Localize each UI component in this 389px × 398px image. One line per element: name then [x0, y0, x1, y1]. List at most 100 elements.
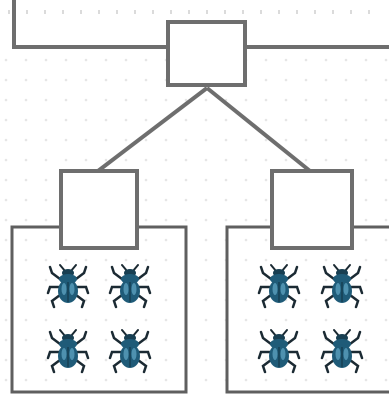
grid-dot — [324, 138, 328, 142]
grid-dot — [204, 298, 208, 302]
grid-dot — [284, 258, 288, 262]
grid-dot — [64, 98, 68, 102]
grid-dot — [204, 118, 208, 122]
grid-dot — [204, 238, 208, 242]
grid-dot — [24, 238, 28, 242]
grid-dot — [324, 258, 328, 262]
grid-dot — [64, 138, 68, 142]
grid-dot — [44, 218, 48, 222]
grid-dot — [124, 138, 128, 142]
grid-dot — [164, 178, 168, 182]
grid-dot — [324, 78, 328, 82]
grid-dot — [284, 318, 288, 322]
grid-dot — [384, 58, 388, 62]
grid-dot — [44, 178, 48, 182]
grid-dot — [264, 378, 268, 382]
grid-dot — [264, 78, 268, 82]
grid-dot — [64, 118, 68, 122]
grid-dot — [4, 78, 8, 82]
grid-dot — [364, 178, 368, 182]
grid-dot — [204, 378, 208, 382]
grid-dot — [304, 98, 308, 102]
grid-dot — [284, 138, 288, 142]
grid-dot — [104, 338, 108, 342]
grid-dot — [344, 58, 348, 62]
grid-dot — [164, 258, 168, 262]
grid-dot — [384, 198, 388, 202]
grid-dot — [244, 378, 248, 382]
grid-dot — [44, 238, 48, 242]
grid-dot — [264, 118, 268, 122]
grid-dot — [24, 218, 28, 222]
grid-dot — [304, 158, 308, 162]
grid-dot — [164, 138, 168, 142]
beetle-icon — [46, 263, 90, 309]
grid-dot — [244, 258, 248, 262]
grid-dot — [184, 178, 188, 182]
grid-dot — [264, 358, 268, 362]
grid-dot — [44, 198, 48, 202]
grid-dot — [264, 198, 268, 202]
grid-dot — [144, 318, 148, 322]
grid-dot — [384, 298, 388, 302]
grid-dot — [64, 158, 68, 162]
grid-dot — [244, 98, 248, 102]
grid-dot — [24, 258, 28, 262]
beetle-icon — [108, 328, 152, 374]
grid-dot — [244, 218, 248, 222]
grid-dot — [384, 218, 388, 222]
grid-dot — [124, 258, 128, 262]
grid-dot — [244, 138, 248, 142]
grid-dot — [24, 318, 28, 322]
grid-dot — [44, 318, 48, 322]
grid-dot — [24, 98, 28, 102]
grid-dot — [224, 138, 228, 142]
grid-dot — [284, 98, 288, 102]
grid-dot — [184, 198, 188, 202]
grid-dot — [364, 78, 368, 82]
grid-dot — [84, 318, 88, 322]
grid-dot — [264, 138, 268, 142]
grid-dot — [4, 318, 8, 322]
grid-dot — [4, 218, 8, 222]
grid-dot — [164, 158, 168, 162]
grid-dot — [144, 198, 148, 202]
grid-dot — [44, 78, 48, 82]
grid-dot — [304, 358, 308, 362]
grid-dot — [124, 158, 128, 162]
left-child-node — [59, 169, 139, 250]
grid-dot — [144, 258, 148, 262]
grid-dot — [244, 358, 248, 362]
grid-dot — [44, 58, 48, 62]
grid-dot — [44, 258, 48, 262]
grid-dot — [4, 138, 8, 142]
grid-dot — [104, 358, 108, 362]
grid-dot — [4, 198, 8, 202]
grid-dot — [284, 158, 288, 162]
grid-dot — [144, 118, 148, 122]
beetle-icon — [108, 263, 152, 309]
grid-dot — [144, 58, 148, 62]
grid-dot — [344, 258, 348, 262]
grid-dot — [124, 78, 128, 82]
right-child-node — [270, 169, 354, 250]
grid-dot — [384, 158, 388, 162]
grid-dot — [124, 118, 128, 122]
grid-dot — [44, 338, 48, 342]
grid-dot — [184, 98, 188, 102]
grid-dot — [204, 138, 208, 142]
grid-dot — [304, 378, 308, 382]
grid-dot — [244, 238, 248, 242]
grid-dot — [164, 358, 168, 362]
grid-dot — [44, 138, 48, 142]
right-beetle-group — [257, 263, 364, 374]
grid-dot — [104, 378, 108, 382]
grid-dot — [104, 278, 108, 282]
grid-dot — [384, 138, 388, 142]
grid-dot — [164, 98, 168, 102]
grid-dot — [264, 318, 268, 322]
grid-dot — [104, 138, 108, 142]
grid-dot — [384, 258, 388, 262]
grid-dot — [184, 138, 188, 142]
grid-dot — [84, 338, 88, 342]
